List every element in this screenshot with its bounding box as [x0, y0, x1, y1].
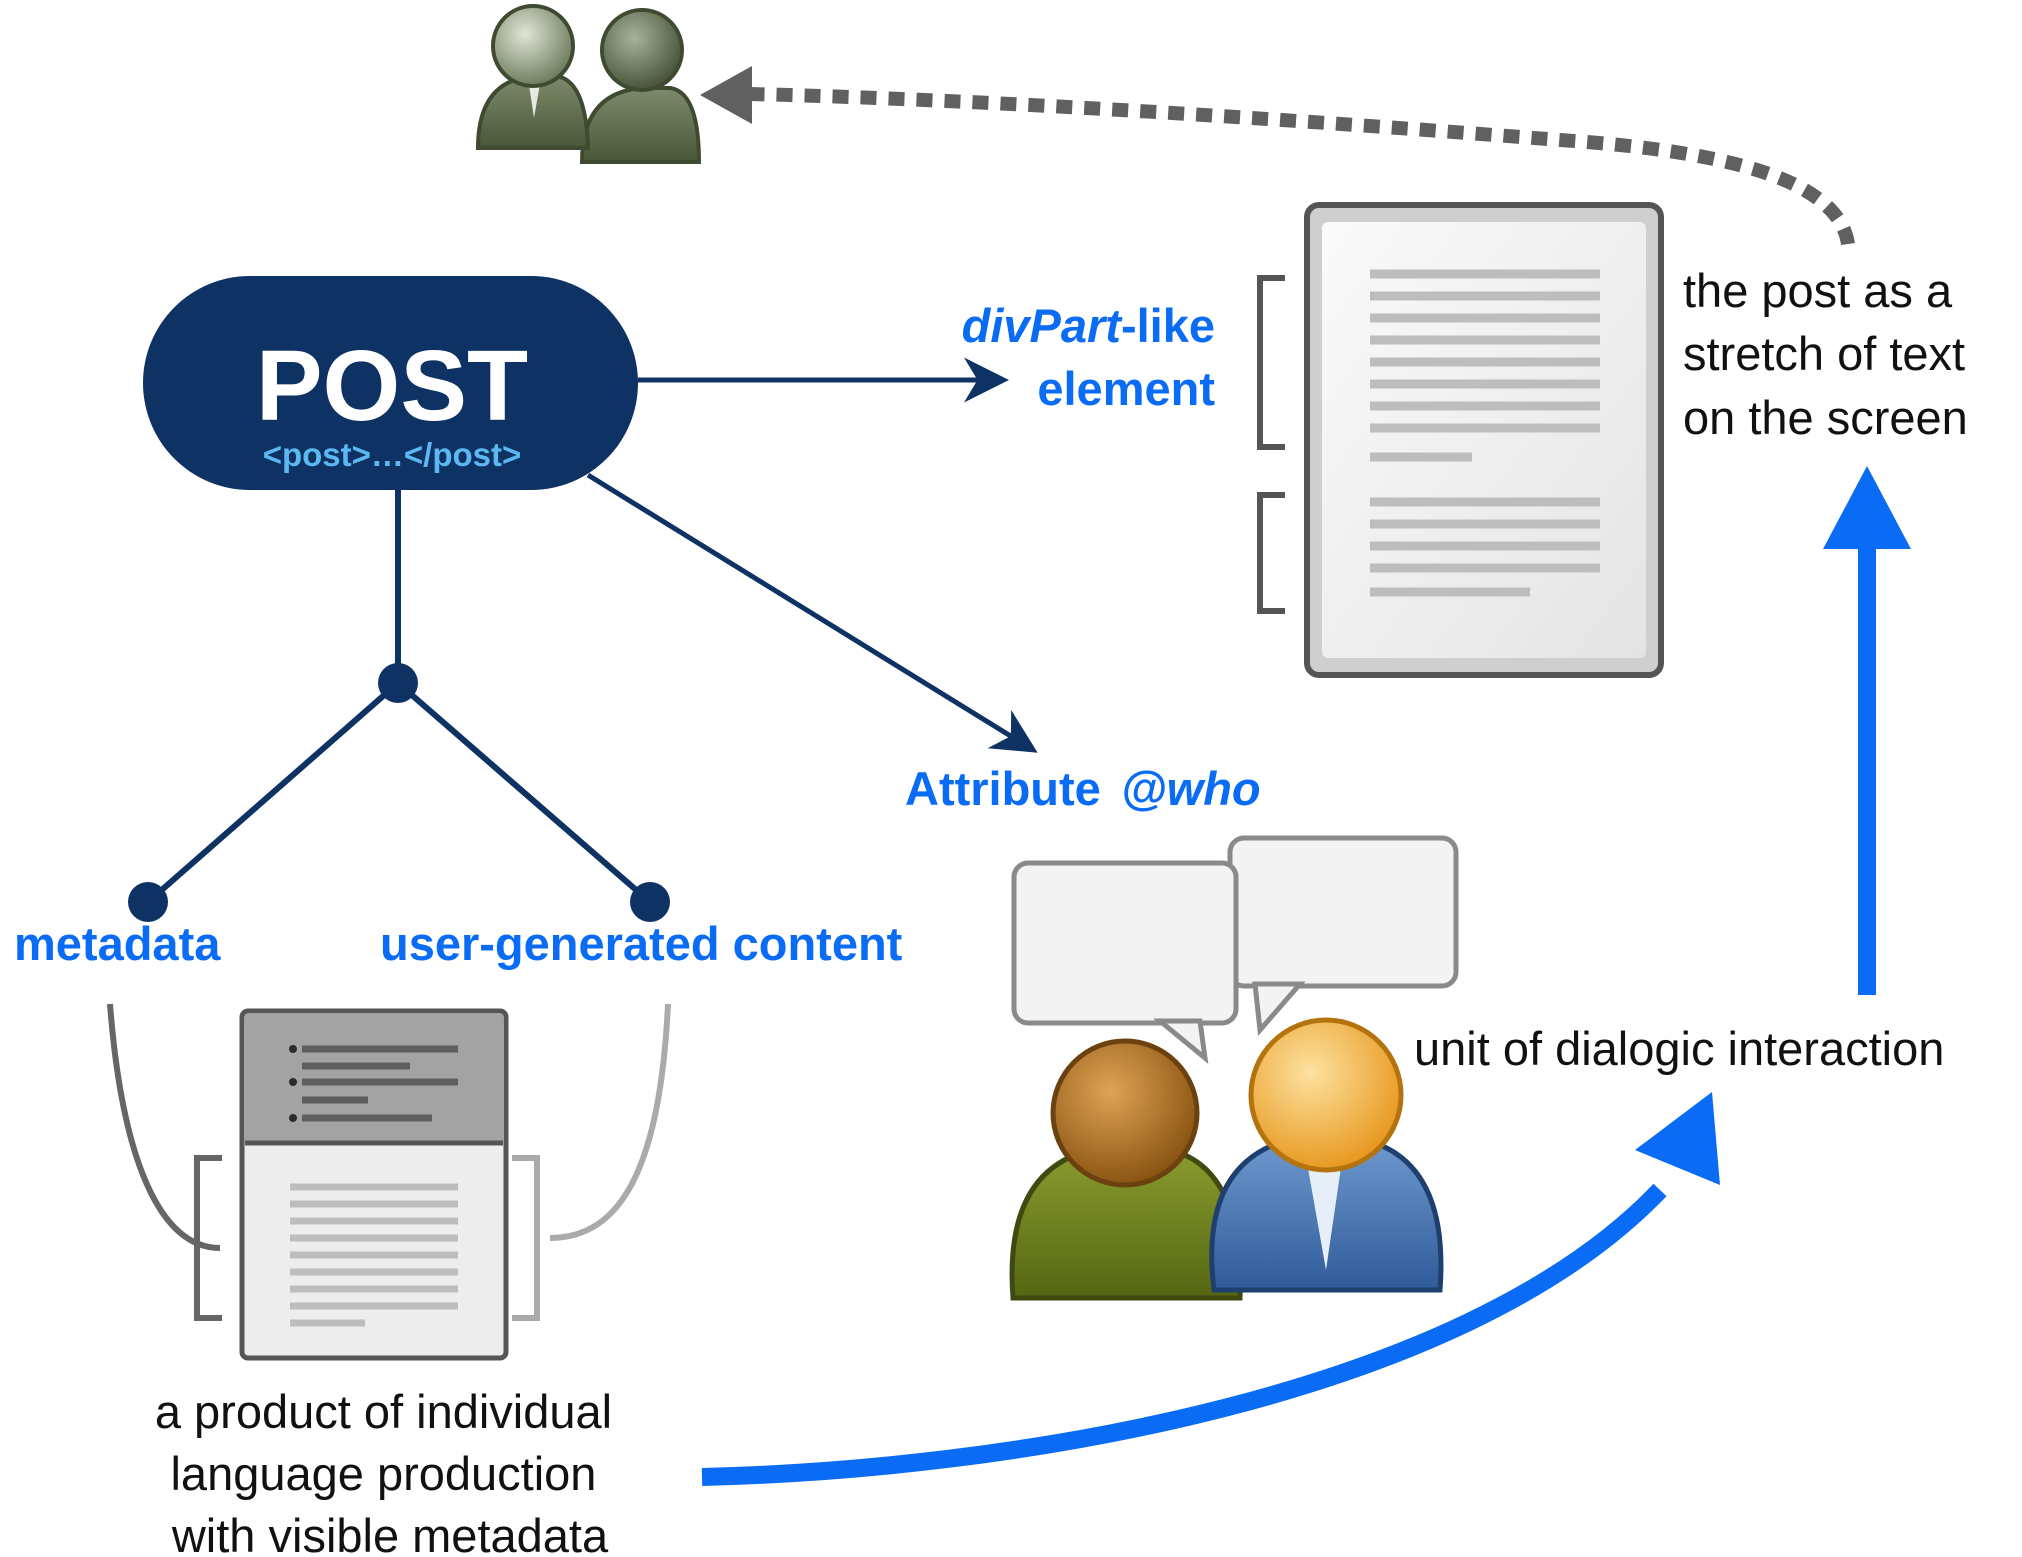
users-group-icon: [475, 4, 702, 164]
attribute-who-label: Attribute@who: [905, 762, 1261, 815]
user-avatar-brown: [1050, 1038, 1200, 1188]
screen-text: the post as a stretch of text on the scr…: [1683, 264, 1978, 444]
post-node: POST <post>…</post>: [143, 276, 638, 490]
ugc-label: user-generated content: [380, 917, 903, 970]
divpart-label: divPart-like: [962, 299, 1215, 352]
post-tag: <post>…</post>: [263, 436, 522, 473]
metadata-label: metadata: [14, 917, 221, 970]
ugc-dot: [630, 882, 670, 922]
dialogic-label: unit of dialogic interaction: [1414, 1022, 1944, 1075]
chat-users-icon: [1009, 835, 1459, 1301]
post-title: POST: [256, 330, 528, 442]
document-icon: [107, 1003, 671, 1361]
post-connectors: [128, 357, 1038, 922]
upward-blue-arrow: [1823, 466, 1911, 995]
curved-blue-arrow: [701, 1092, 1720, 1486]
user-avatar-orange: [1248, 1017, 1404, 1173]
metadata-dot: [128, 882, 168, 922]
junction-dot: [378, 663, 418, 703]
post-document-icon: [1257, 202, 1664, 678]
element-label: element: [1037, 362, 1215, 415]
dotted-return-arrow: [700, 66, 1855, 246]
product-text: a product of individual language product…: [155, 1385, 625, 1557]
